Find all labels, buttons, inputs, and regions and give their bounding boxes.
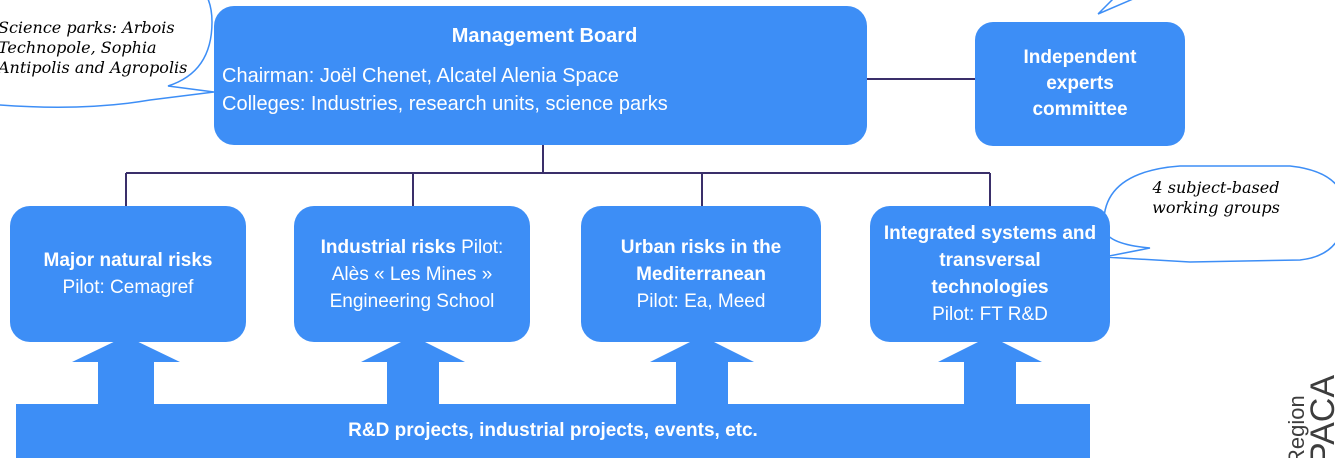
group-industrial-risks-heading: Industrial risks Pilot: (321, 234, 504, 261)
working-groups-callout: 4 subject-based working groups (1116, 178, 1316, 218)
science-parks-callout: Science parks: Arbois Technopole, Sophia… (0, 18, 208, 78)
management-board-colleges: Colleges: Industries, research units, sc… (222, 93, 668, 115)
group-industrial-risks-title: Industrial risks (320, 236, 456, 258)
group-industrial-risks: Industrial risks Pilot: Alès « Les Mines… (294, 206, 530, 342)
region-logo-line2: PACA (1304, 374, 1335, 458)
group-urban-risks-title-line2: Mediterranean (636, 263, 766, 285)
group-natural-risks-title: Major natural risks (43, 250, 213, 271)
group-integrated-systems: Integrated systems and transversal techn… (870, 206, 1110, 342)
projects-label: R&D projects, industrial projects, event… (348, 420, 758, 441)
working-groups-line1: 4 subject-based (1152, 178, 1280, 197)
group-natural-risks: Major natural risks Pilot: Cemagref (10, 206, 246, 342)
management-board: Management Board Chairman: Joël Chenet, … (214, 6, 867, 145)
group-natural-risks-pilot: Pilot: Cemagref (62, 277, 194, 298)
science-parks-line1: Science parks: Arbois (0, 18, 175, 37)
group-industrial-risks-pilot-line2: Engineering School (329, 290, 495, 312)
group-integrated-systems-pilot: Pilot: FT R&D (932, 304, 1048, 325)
independent-experts-committee: Independent experts committee (975, 22, 1185, 146)
arrow-2 (361, 336, 465, 404)
science-parks-line3: Antipolis and Agropolis (0, 58, 188, 77)
arrow-3 (650, 336, 754, 404)
group-integrated-systems-title-line1: Integrated systems and (883, 223, 1097, 244)
arrow-4 (938, 336, 1042, 404)
working-groups-line2: working groups (1152, 198, 1280, 217)
projects-bar: R&D projects, industrial projects, event… (16, 404, 1090, 458)
experts-line2: experts (1046, 73, 1114, 94)
experts-line1: Independent (1023, 47, 1137, 68)
group-industrial-risks-pilot-label: Pilot: (455, 236, 504, 258)
group-integrated-systems-title-line2: transversal (939, 250, 1041, 271)
region-paca-logo: Region PACA (1278, 375, 1335, 458)
science-parks-line2: Technopole, Sophia (0, 38, 157, 57)
arrow-1 (72, 336, 180, 404)
group-industrial-risks-pilot-line1: Alès « Les Mines » (331, 263, 493, 285)
management-board-title: Management Board (451, 25, 638, 47)
region-logo-text: Region PACA (1284, 374, 1335, 458)
group-urban-risks-pilot: Pilot: Ea, Meed (636, 290, 766, 312)
group-urban-risks-title-line1: Urban risks in the (620, 236, 782, 258)
experts-line3: committee (1032, 99, 1128, 120)
group-urban-risks: Urban risks in the Mediterranean Pilot: … (581, 206, 821, 342)
management-board-chairman: Chairman: Joël Chenet, Alcatel Alenia Sp… (222, 65, 619, 87)
group-integrated-systems-title-line3: technologies (931, 277, 1049, 298)
